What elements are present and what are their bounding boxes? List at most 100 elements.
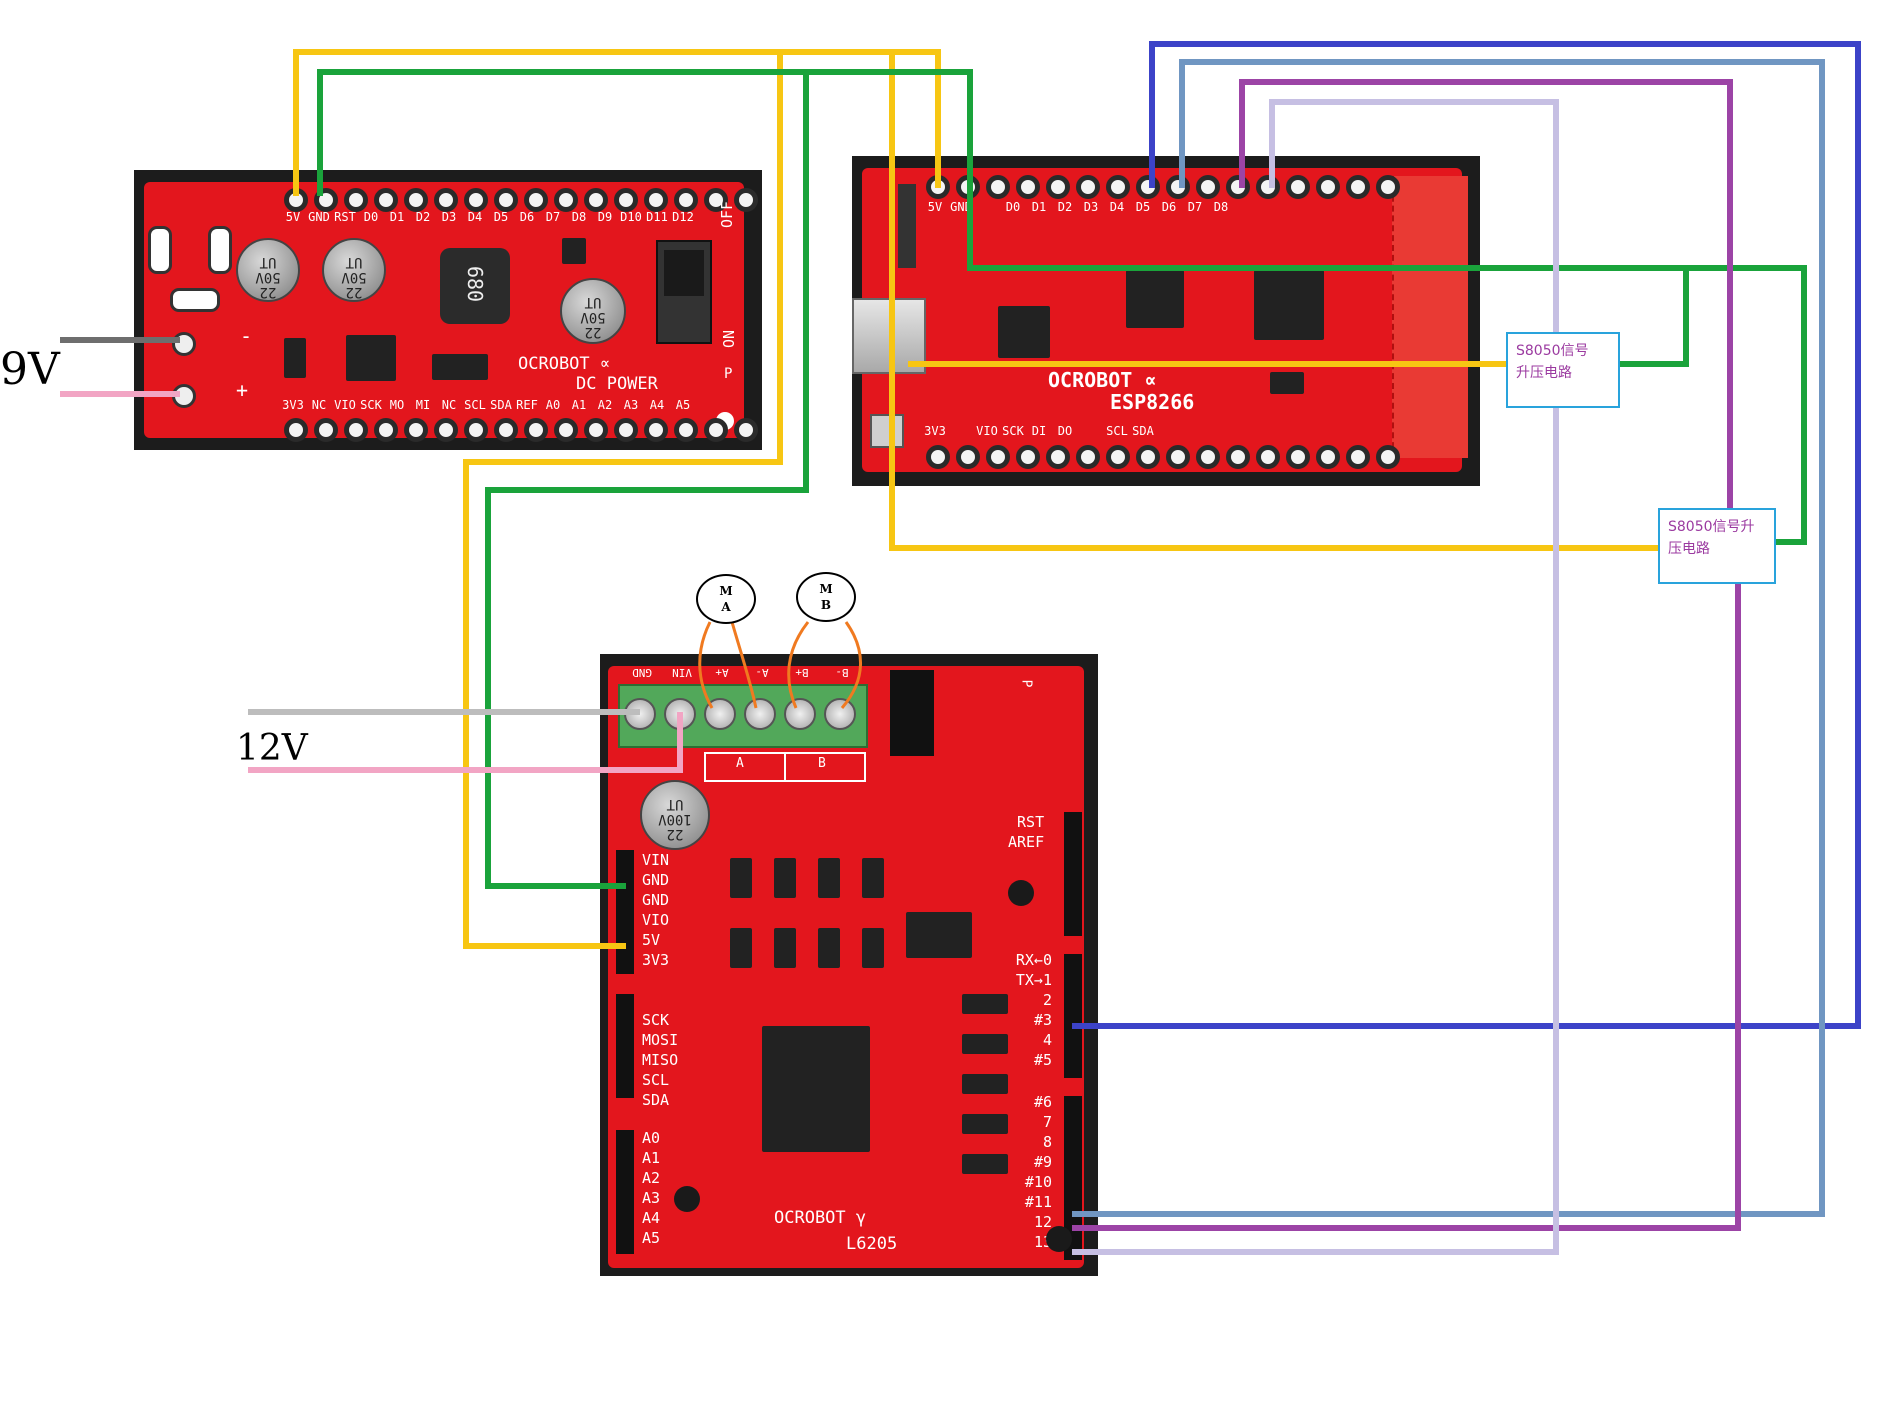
dc-bottom-pin-label: NC xyxy=(441,398,457,412)
dc-top-pin-label: D6 xyxy=(519,210,535,224)
terminal-label: GND xyxy=(632,666,652,679)
esp-transistor xyxy=(1270,372,1304,394)
esp-bottom-pin-label: SCL xyxy=(1106,424,1128,438)
l6205-spi-pin-labels: SCK MOSI MISO SCL SDA xyxy=(642,1011,679,1109)
dc-mosfet xyxy=(432,354,488,380)
esp-top-pin-hole xyxy=(1016,175,1040,199)
esp-top-pin-label xyxy=(974,200,1000,214)
dc-top-pin-hole xyxy=(404,188,428,212)
esp-bottom-pin-hole xyxy=(986,445,1010,469)
l6205-logic-ic xyxy=(906,912,972,958)
esp-bottom-pin-label: SCK xyxy=(1002,424,1024,438)
dc-input-plus-terminal xyxy=(172,384,196,408)
dc-bottom-pin-label: NC xyxy=(311,398,327,412)
bridge-b-label: B xyxy=(818,756,826,771)
dc-bottom-pin-hole xyxy=(284,418,308,442)
dc-bottom-pin-hole xyxy=(644,418,668,442)
dc-top-pin-label: D7 xyxy=(545,210,561,224)
dc-bottom-pin-hole xyxy=(584,418,608,442)
dc-bottom-pin-hole xyxy=(344,418,368,442)
dc-bottom-pin-label: A1 xyxy=(571,398,587,412)
l6205-2pin-header xyxy=(890,670,934,756)
dc-bottom-pin-label: A5 xyxy=(675,398,691,412)
dc-top-pin-hole xyxy=(614,188,638,212)
esp-bottom-pin-hole xyxy=(1076,445,1100,469)
dc-inductor: 680 xyxy=(440,248,510,324)
esp-top-pin-label: GND xyxy=(950,200,972,214)
dc-top-pin-hole xyxy=(524,188,548,212)
dc-top-pin-label: D8 xyxy=(571,210,587,224)
l6205-mosfet xyxy=(774,928,796,968)
l6205-digital-labels-1: RX←0 TX→1 2 #3 4 #5 xyxy=(1015,951,1052,1069)
esp-top-pin-hole xyxy=(1136,175,1160,199)
voltage-12v-label: 12V xyxy=(236,728,308,769)
esp-pin-hole xyxy=(1316,175,1340,199)
dc-bottom-pin-hole xyxy=(524,418,548,442)
esp-bottom-pin-label: DI xyxy=(1031,424,1047,438)
dc-bottom-pin-label: VIO xyxy=(334,398,356,412)
dc-bottom-pin-hole xyxy=(404,418,428,442)
dc-bottom-pin-label: MI xyxy=(415,398,431,412)
esp-side-switch[interactable] xyxy=(898,184,916,268)
esp-board-subtitle: ESP8266 xyxy=(1110,390,1195,414)
dc-capacitor-1: 22 50V UT xyxy=(236,238,300,302)
dc-mount-slot xyxy=(148,226,172,274)
dc-capacitor-3: 22 50V UT xyxy=(560,278,626,344)
motor-b-label-b: B xyxy=(820,598,832,612)
esp-pin-hole xyxy=(1286,445,1310,469)
l6205-analog-pin-labels: A0 A1 A2 A3 A4 A5 xyxy=(642,1129,661,1247)
dc-board-title: OCROBOT ∝ xyxy=(518,354,611,374)
dc-top-pin-hole xyxy=(734,188,758,212)
l6205-capacitor: 22 100V UT xyxy=(640,780,710,850)
l6205-digital-header-1 xyxy=(1064,954,1082,1078)
dc-top-pin-label: D5 xyxy=(493,210,509,224)
l6205-mosfet xyxy=(818,858,840,898)
l6205-driver-ic xyxy=(762,1026,870,1152)
l6205-resistor-array xyxy=(962,1034,1008,1054)
l6205-mosfet xyxy=(862,928,884,968)
l6205-mosfet xyxy=(818,928,840,968)
dc-top-pin-hole xyxy=(644,188,668,212)
dc-top-pin-label: D0 xyxy=(363,210,379,224)
dc-bottom-pin-hole xyxy=(734,418,758,442)
dc-transistor xyxy=(562,238,586,264)
bridge-a-box xyxy=(704,752,786,782)
dc-top-pin-label: D9 xyxy=(597,210,613,224)
l6205-power-pin-labels: VIN GND GND VIO 5V 3V3 xyxy=(642,851,670,969)
esp-bottom-pin-hole xyxy=(1136,445,1160,469)
l6205-rst-labels: RST AREF xyxy=(1008,813,1045,851)
esp-reset-button[interactable] xyxy=(870,414,904,448)
terminal-screw xyxy=(784,698,816,730)
dc-top-header xyxy=(284,188,764,212)
l6205-mount-hole xyxy=(1046,1226,1072,1252)
bridge-a-label: A xyxy=(736,756,744,771)
wire-lavender-out xyxy=(1072,408,1559,1255)
dc-bottom-pin-hole xyxy=(494,418,518,442)
esp-top-pin-hole xyxy=(1196,175,1220,199)
dc-top-pin-hole xyxy=(464,188,488,212)
l6205-resistor-array xyxy=(962,1154,1008,1174)
terminal-screw xyxy=(744,698,776,730)
dc-switch-off-label: OFF xyxy=(718,200,736,228)
dc-power-switch[interactable] xyxy=(656,240,712,344)
esp-bottom-pin-label: VIO xyxy=(976,424,998,438)
dc-top-pin-hole xyxy=(674,188,698,212)
esp-antenna xyxy=(1392,176,1468,458)
esp-main-chip xyxy=(1254,270,1324,340)
esp-flash-chip xyxy=(1126,270,1184,328)
dc-regulator-chip xyxy=(346,335,396,381)
esp-pin-hole xyxy=(1256,445,1280,469)
terminal-label: VIN xyxy=(672,666,692,679)
dc-bottom-pin-hole xyxy=(374,418,398,442)
terminal-label: B- xyxy=(835,666,849,679)
boost-circuit-box-2: S8050信号升 压电路 xyxy=(1658,508,1776,584)
esp-top-pin-hole xyxy=(1046,175,1070,199)
dc-bottom-pin-hole xyxy=(704,418,728,442)
l6205-mount-hole xyxy=(674,1186,700,1212)
esp-pin-hole xyxy=(1196,445,1220,469)
esp-top-pin-label: D4 xyxy=(1109,200,1125,214)
esp-usb-port[interactable] xyxy=(852,298,926,374)
